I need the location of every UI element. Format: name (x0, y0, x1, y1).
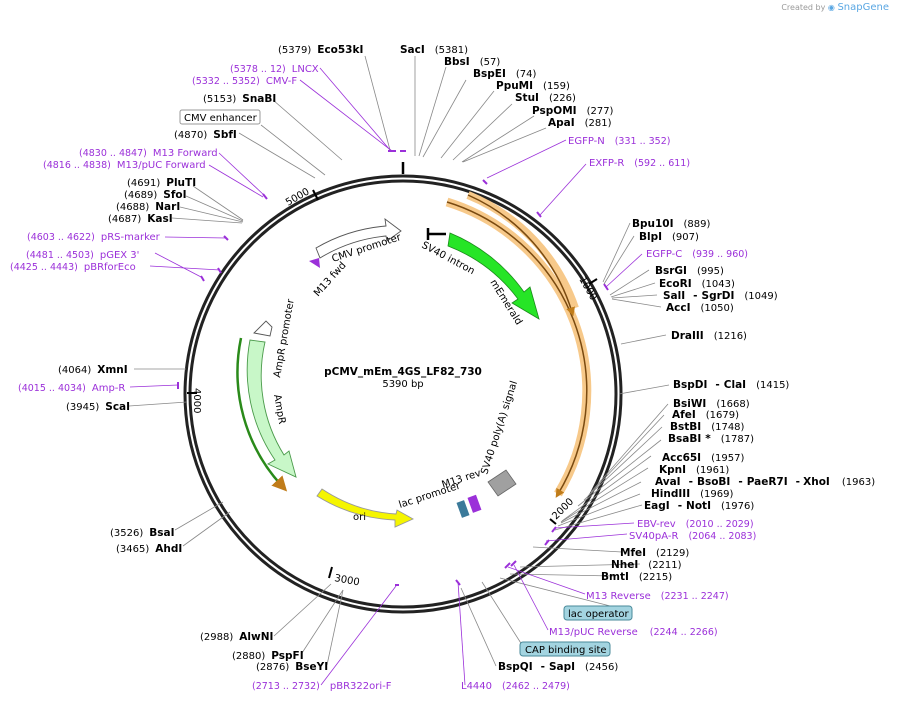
bbsi-site[interactable]: BbsI(57) (444, 56, 500, 68)
ori-feature (316, 488, 415, 528)
prs-primer[interactable]: (4603 .. 4622)pRS-marker (27, 232, 161, 243)
stui-site[interactable]: StuI(226) (515, 92, 576, 104)
cap-binding-site-label[interactable]: CAP binding site (525, 645, 607, 656)
pluti-site[interactable]: (4691)PluTI (127, 177, 196, 189)
kasi-site[interactable]: (4687)KasI (108, 213, 173, 225)
acc65i-site[interactable]: Acc65I(1957) (662, 452, 744, 464)
bspqi-site[interactable]: BspQI-SapI(2456) (498, 661, 618, 673)
xmni-site[interactable]: (4064)XmnI (58, 364, 128, 376)
snabi-site[interactable]: (5153)SnaBI (203, 93, 276, 105)
bsiwi-site[interactable]: BsiWI(1668) (673, 398, 750, 410)
egfpc-primer[interactable]: EGFP-C(939 .. 960) (646, 249, 748, 260)
snapgene-brand: Created by ◉ SnapGene (781, 2, 889, 13)
bstbi-site[interactable]: BstBI(1748) (670, 421, 745, 433)
bsrgi-site[interactable]: BsrGI(995) (655, 265, 724, 277)
cmvf-primer[interactable]: (5332 .. 5352)CMV-F (192, 76, 297, 87)
ampr-feature (246, 339, 297, 478)
exfpr-primer[interactable]: EXFP-R(592 .. 611) (589, 158, 690, 169)
sali-sgrdi-site[interactable]: SalI-SgrDI(1049) (663, 290, 778, 302)
saci-site[interactable]: SacI(5381) (400, 44, 468, 56)
primer-leader-lines (129, 67, 643, 686)
tick-3000: 3000 (333, 573, 360, 588)
m13puc-fwd-primer[interactable]: (4816 .. 4838)M13/pUC Forward (43, 160, 206, 171)
nari-site[interactable]: (4688)NarI (116, 201, 180, 213)
eco53ki-site[interactable]: (5379)Eco53kI (278, 44, 363, 56)
ampr-primer[interactable]: (4015 .. 4034)Amp-R (18, 383, 125, 394)
cmv-enhancer-box (179, 109, 261, 125)
pgex3-primer[interactable]: (4481 .. 4503)pGEX 3' (26, 250, 139, 261)
snapgene-logo-icon: ◉ (827, 3, 835, 12)
acci-site[interactable]: AccI(1050) (666, 302, 734, 314)
pspomi-site[interactable]: PspOMI(277) (532, 105, 614, 117)
sbfi-site[interactable]: (4870)SbfI (174, 129, 237, 141)
lac-operator-box (563, 605, 633, 621)
leader-lines (128, 55, 670, 667)
ecori-site[interactable]: EcoRI(1043) (659, 278, 735, 290)
lncx-primer[interactable]: (5378 .. 12)LNCX (230, 64, 319, 75)
mfei-site[interactable]: MfeI(2129) (620, 547, 689, 559)
pbrforeco-primer[interactable]: (4425 .. 4443)pBRforEco (10, 262, 136, 273)
m13rev-primer[interactable]: M13 Reverse(2231 .. 2247) (586, 591, 729, 602)
tick-2000: 2000 (550, 496, 576, 522)
blpi-site[interactable]: BlpI(907) (639, 231, 699, 243)
afei-site[interactable]: AfeI(1679) (672, 409, 739, 421)
eagi-noti-site[interactable]: EagI-NotI(1976) (644, 500, 754, 512)
draiii-site[interactable]: DraIII(1216) (671, 330, 747, 342)
lac-operator-label[interactable]: lac operator (568, 609, 629, 620)
bpu10i-site[interactable]: Bpu10I(889) (632, 218, 711, 230)
sv40-polya-label: SV40 poly(A) signal (479, 380, 520, 476)
ahdi-site[interactable]: (3465)AhdI (116, 543, 182, 555)
m13fwd-primer[interactable]: (4830 .. 4847)M13 Forward (79, 148, 218, 159)
nhei-site[interactable]: NheI(2211) (611, 559, 682, 571)
ampr-promoter-feature (253, 320, 273, 337)
sv40pa-r-primer[interactable]: SV40pA-R(2064 .. 2083) (629, 531, 756, 542)
alwni-site[interactable]: (2988)AlwNI (200, 631, 273, 643)
plasmid-size: 5390 bp (382, 379, 423, 390)
m13-rev-label: M13 rev (441, 468, 483, 491)
lac-operator-marker (456, 500, 470, 518)
apai-site[interactable]: ApaI(281) (548, 117, 612, 129)
bmti-site[interactable]: BmtI(2215) (601, 571, 672, 583)
sfoi-site[interactable]: (4689)SfoI (124, 189, 187, 201)
scai-site[interactable]: (3945)ScaI (66, 401, 130, 413)
egfpn-primer[interactable]: EGFP-N(331 .. 352) (568, 136, 670, 147)
bsai-site[interactable]: (3526)BsaI (110, 527, 175, 539)
ori-label: ori (353, 512, 366, 523)
memerald-feature (447, 232, 540, 320)
bsabi-site[interactable]: BsaBI*(1787) (668, 433, 754, 445)
sv40-intron-feature (426, 228, 446, 240)
kpni-site[interactable]: KpnI(1961) (659, 464, 729, 476)
cmv-promoter-feature (315, 217, 402, 259)
m13puc-rev-primer[interactable]: M13/pUC Reverse(2244 .. 2266) (549, 627, 718, 638)
plasmid-name: pCMV_mEm_4GS_LF82_730 (324, 366, 482, 378)
cap-binding-site-box (519, 641, 611, 657)
ppumi-site[interactable]: PpuMI(159) (496, 80, 570, 92)
ampr-label: AmpR (271, 394, 287, 425)
pspfi-site[interactable]: (2880)PspFI (232, 650, 304, 662)
tick-4000: 4000 (191, 388, 202, 413)
xhoi-sites[interactable]: AvaI-BsoBI-PaeR7I-XhoI(1963) (655, 476, 875, 488)
l4440-primer[interactable]: L4440(2462 .. 2479) (461, 681, 570, 692)
cmv-enhancer-label[interactable]: CMV enhancer (184, 113, 258, 124)
bseyi-site[interactable]: (2876)BseYI (256, 661, 328, 673)
pbr322-primer[interactable]: (2713 .. 2732)pBR322ori-F (252, 681, 392, 692)
hindiii-site[interactable]: HindIII(1969) (651, 488, 733, 500)
m13-fwd-marker (309, 258, 320, 268)
bspdi-clai-site[interactable]: BspDI-ClaI(1415) (673, 379, 789, 391)
ampr-promoter-label: AmpR promoter (272, 297, 297, 378)
ebv-rev-primer[interactable]: EBV-rev(2010 .. 2029) (637, 519, 754, 530)
m13-rev-marker (467, 494, 482, 513)
sv40-polya-feature (487, 469, 517, 497)
bspei-site[interactable]: BspEI(74) (473, 68, 536, 80)
